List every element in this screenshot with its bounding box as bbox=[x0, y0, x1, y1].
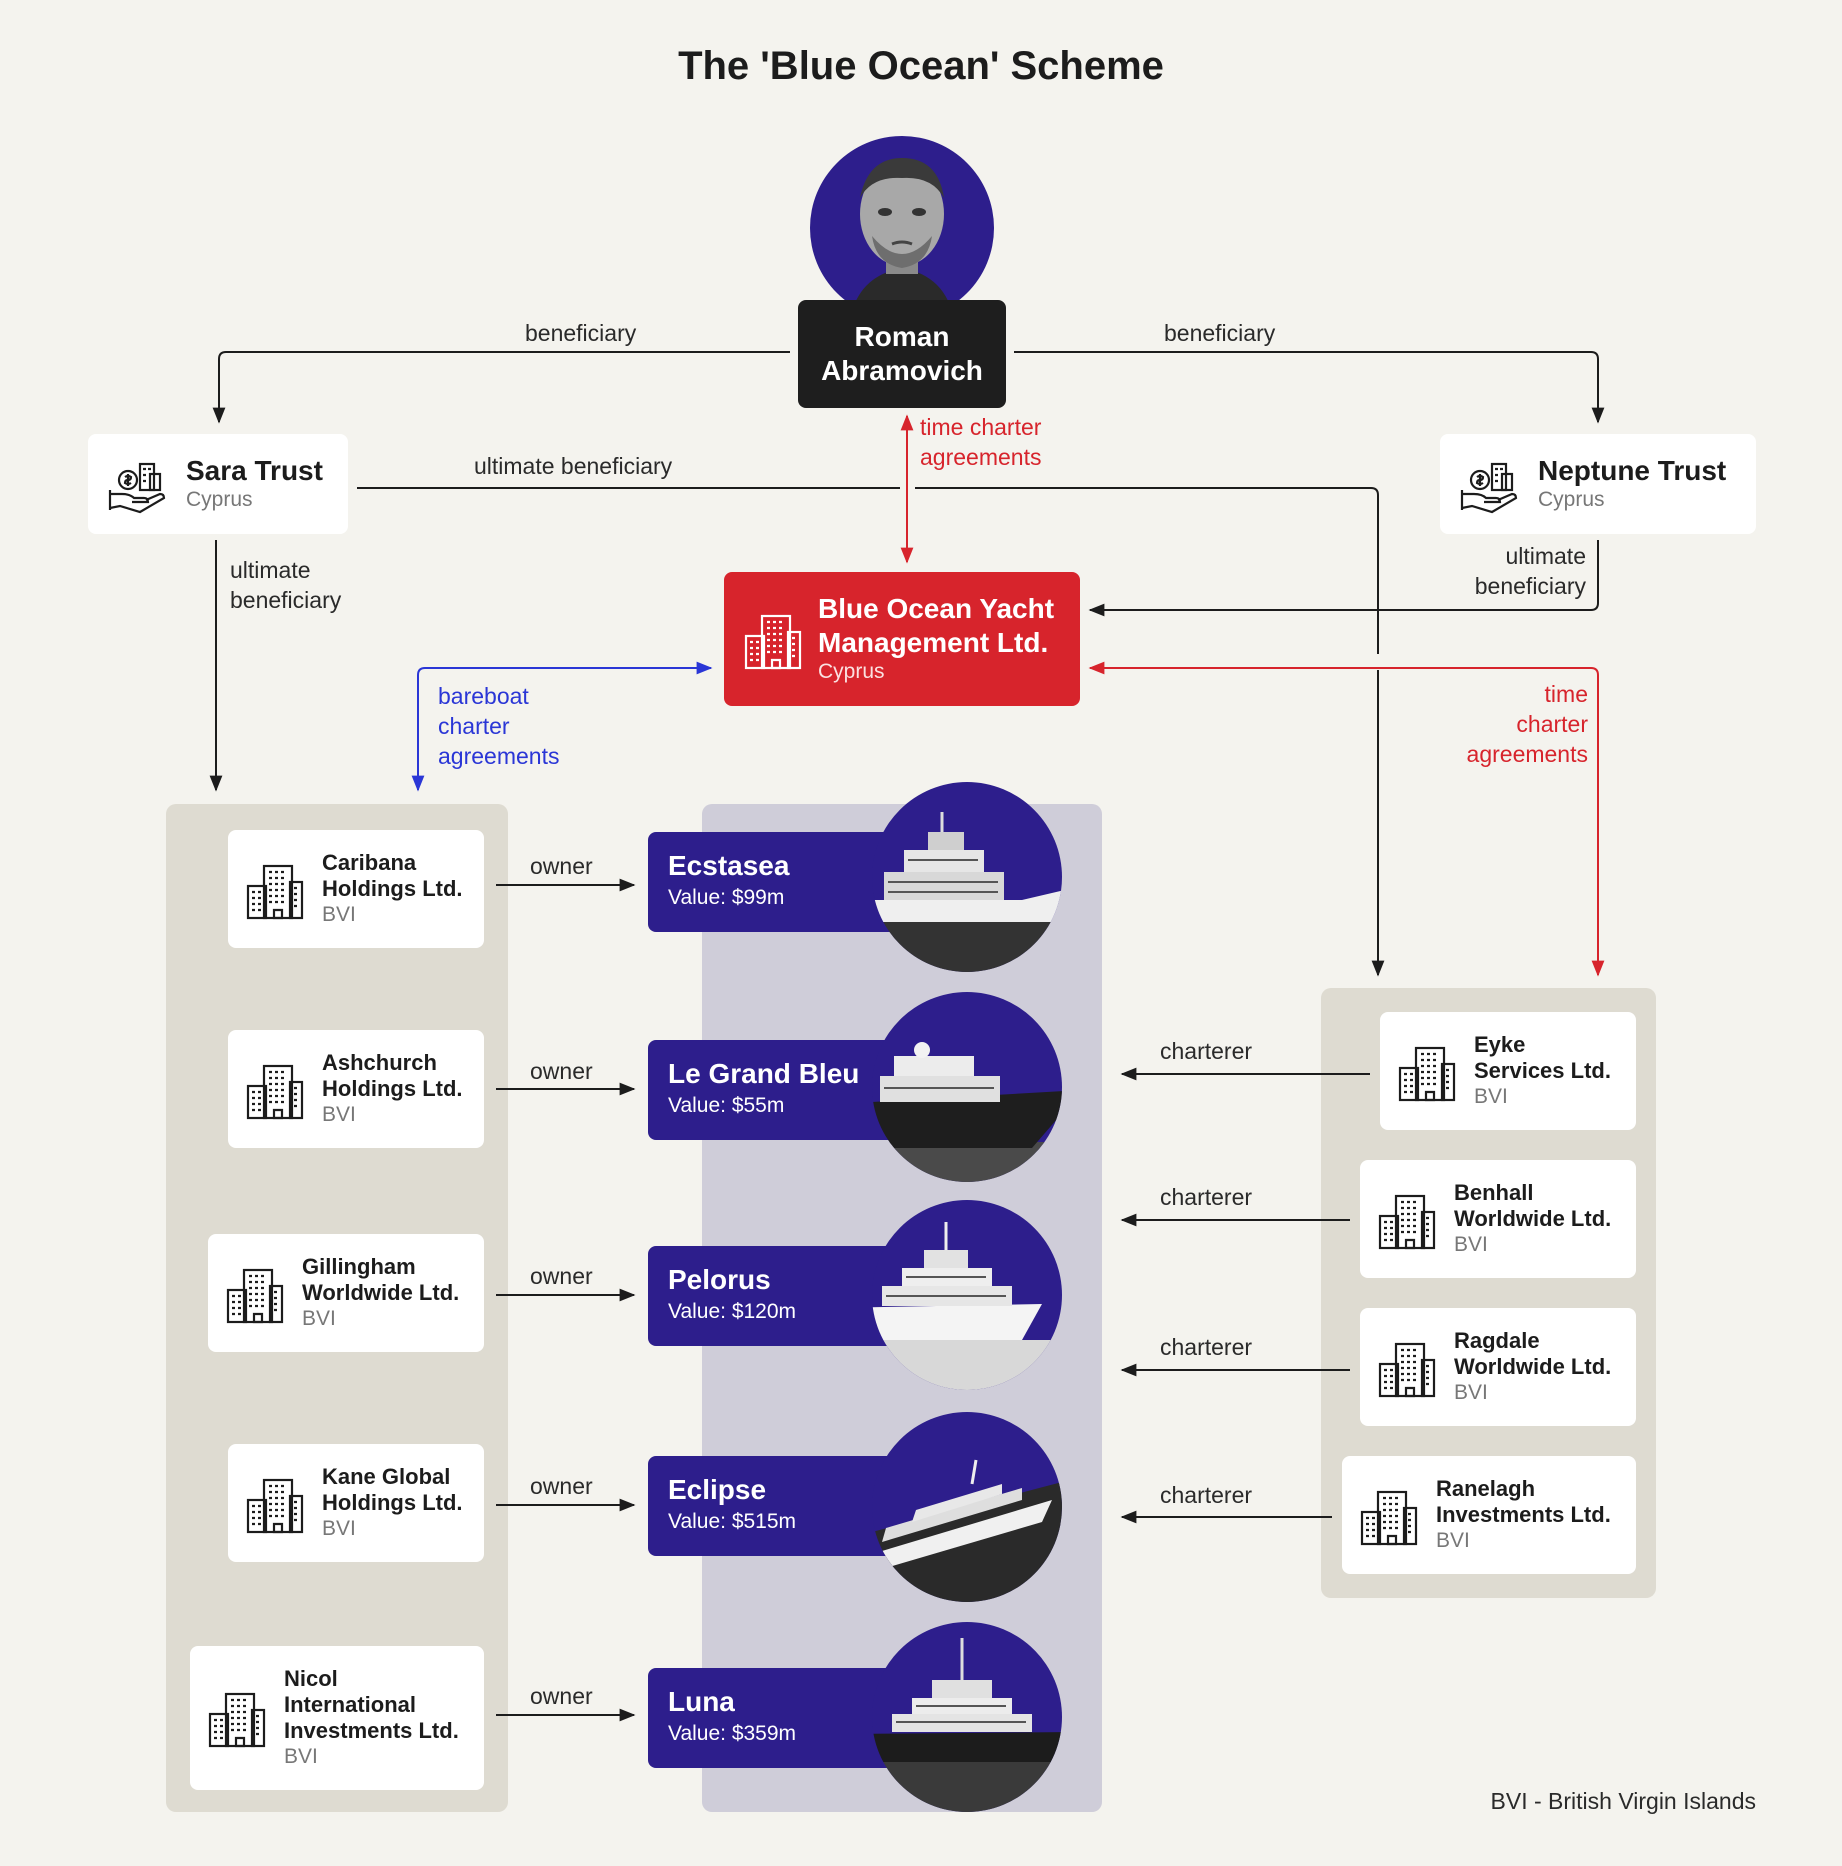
yacht-bar-4: Eclipse Value: $515m bbox=[648, 1456, 898, 1556]
building-icon bbox=[208, 1692, 266, 1748]
sara-to-eyke-line-b bbox=[915, 487, 1379, 654]
owner-card-3: Gillingham Worldwide Ltd. BVI bbox=[208, 1234, 484, 1352]
yacht-bar-3: Pelorus Value: $120m bbox=[648, 1246, 898, 1346]
time-charter-right-arrow bbox=[1088, 661, 1605, 977]
building-icon bbox=[246, 1064, 304, 1120]
sara-trust-jurisdiction: Cyprus bbox=[186, 488, 253, 511]
yacht-value: Value: $99m bbox=[668, 886, 785, 909]
diagram-title: The 'Blue Ocean' Scheme bbox=[678, 44, 1164, 88]
trust-hand-money-icon bbox=[1460, 462, 1518, 514]
owner-jurisdiction: BVI bbox=[302, 1307, 336, 1330]
charterer-name: Ranelagh Investments Ltd. bbox=[1436, 1476, 1611, 1527]
yacht-value: Value: $515m bbox=[668, 1510, 797, 1533]
charterer-card-4: Ranelagh Investments Ltd. BVI bbox=[1342, 1456, 1636, 1574]
charterer-jurisdiction: BVI bbox=[1436, 1529, 1470, 1552]
yacht-photo bbox=[872, 1622, 1062, 1812]
time-charter-label-right: time charter agreements bbox=[1466, 681, 1588, 767]
owner-card-2: Ashchurch Holdings Ltd. BVI bbox=[228, 1030, 484, 1148]
yacht-photo bbox=[872, 992, 1062, 1182]
owner-card-5: Nicol International Investments Ltd. BVI bbox=[190, 1646, 484, 1790]
bareboat-label: bareboat charter agreements bbox=[438, 683, 560, 769]
blue-ocean-box: Blue Ocean Yacht Management Ltd. Cyprus bbox=[724, 572, 1080, 706]
building-icon bbox=[1378, 1194, 1436, 1250]
person-name: Roman Abramovich bbox=[821, 321, 983, 386]
blue-ocean-name: Blue Ocean Yacht Management Ltd. bbox=[818, 593, 1055, 658]
building-icon bbox=[1378, 1342, 1436, 1398]
building-icon bbox=[246, 864, 304, 920]
owner-jurisdiction: BVI bbox=[322, 903, 356, 926]
yacht-value: Value: $55m bbox=[668, 1094, 785, 1117]
yacht-value: Value: $359m bbox=[668, 1722, 797, 1745]
owner-label: owner bbox=[530, 1058, 593, 1084]
sara-trust-card: Sara Trust Cyprus bbox=[88, 434, 348, 534]
yacht-photo bbox=[872, 782, 1062, 972]
yacht-photo bbox=[872, 1200, 1062, 1390]
ultimate-beneficiary-label-top: ultimate beneficiary bbox=[474, 453, 673, 479]
beneficiary-arrow-right bbox=[1014, 351, 1605, 424]
sara-trust-name: Sara Trust bbox=[186, 455, 323, 486]
owner-jurisdiction: BVI bbox=[322, 1517, 356, 1540]
owner-name: Gillingham Worldwide Ltd. bbox=[302, 1254, 460, 1305]
charterer-jurisdiction: BVI bbox=[1454, 1381, 1488, 1404]
neptune-trust-jurisdiction: Cyprus bbox=[1538, 488, 1605, 511]
owner-jurisdiction: BVI bbox=[322, 1103, 356, 1126]
building-icon bbox=[1398, 1046, 1456, 1102]
ultimate-beneficiary-label-neptune: ultimate beneficiary bbox=[1474, 543, 1586, 599]
footnote: BVI - British Virgin Islands bbox=[1490, 1788, 1756, 1814]
charterer-label: charterer bbox=[1160, 1184, 1253, 1210]
charterer-label: charterer bbox=[1160, 1482, 1253, 1508]
charterer-jurisdiction: BVI bbox=[1454, 1233, 1488, 1256]
yacht-value: Value: $120m bbox=[668, 1300, 797, 1323]
charterer-card-1: Eyke Services Ltd. BVI bbox=[1380, 1012, 1636, 1130]
yacht-bar-1: Ecstasea Value: $99m bbox=[648, 832, 898, 932]
building-icon bbox=[246, 1478, 304, 1534]
owner-label: owner bbox=[530, 1473, 593, 1499]
charterer-name: Benhall Worldwide Ltd. bbox=[1454, 1180, 1612, 1231]
yacht-name: Le Grand Bleu bbox=[668, 1058, 860, 1089]
yacht-name: Pelorus bbox=[668, 1264, 771, 1295]
building-icon bbox=[744, 614, 802, 670]
beneficiary-arrow-left bbox=[212, 351, 790, 424]
charterer-card-2: Benhall Worldwide Ltd. BVI bbox=[1360, 1160, 1636, 1278]
owner-card-4: Kane Global Holdings Ltd. BVI bbox=[228, 1444, 484, 1562]
charterer-name: Ragdale Worldwide Ltd. bbox=[1454, 1328, 1612, 1379]
owner-label: owner bbox=[530, 1683, 593, 1709]
yacht-bar-5: Luna Value: $359m bbox=[648, 1668, 898, 1768]
neptune-trust-name: Neptune Trust bbox=[1538, 455, 1727, 486]
yacht-name: Luna bbox=[668, 1686, 735, 1717]
owner-card-1: Caribana Holdings Ltd. BVI bbox=[228, 830, 484, 948]
owner-name: Kane Global Holdings Ltd. bbox=[322, 1464, 463, 1515]
bareboat-arrow bbox=[411, 661, 713, 792]
building-icon bbox=[1360, 1490, 1418, 1546]
person-box: Roman Abramovich bbox=[798, 300, 1006, 408]
yacht-name: Eclipse bbox=[668, 1474, 767, 1505]
owner-label: owner bbox=[530, 853, 593, 879]
neptune-trust-card: Neptune Trust Cyprus bbox=[1440, 434, 1756, 534]
yacht-photo bbox=[872, 1412, 1062, 1602]
charterer-label: charterer bbox=[1160, 1038, 1253, 1064]
blue-ocean-jurisdiction: Cyprus bbox=[818, 660, 885, 683]
owner-name: Nicol International Investments Ltd. bbox=[284, 1666, 459, 1743]
building-icon bbox=[226, 1268, 284, 1324]
owner-name: Ashchurch Holdings Ltd. bbox=[322, 1050, 463, 1101]
charterer-label: charterer bbox=[1160, 1334, 1253, 1360]
owner-label: owner bbox=[530, 1263, 593, 1289]
owner-name: Caribana Holdings Ltd. bbox=[322, 850, 463, 901]
person-photo bbox=[810, 136, 994, 320]
neptune-ultimate-arrow bbox=[1088, 540, 1599, 617]
charterer-card-3: Ragdale Worldwide Ltd. BVI bbox=[1360, 1308, 1636, 1426]
charterer-name: Eyke Services Ltd. bbox=[1474, 1032, 1611, 1083]
beneficiary-label-right: beneficiary bbox=[1164, 320, 1276, 346]
owner-jurisdiction: BVI bbox=[284, 1745, 318, 1768]
yacht-bar-2: Le Grand Bleu Value: $55m bbox=[648, 1040, 898, 1140]
ultimate-beneficiary-label-sara: ultimate beneficiary bbox=[230, 557, 342, 613]
charterer-jurisdiction: BVI bbox=[1474, 1085, 1508, 1108]
beneficiary-label-left: beneficiary bbox=[525, 320, 637, 346]
yacht-name: Ecstasea bbox=[668, 850, 790, 881]
time-charter-label-center: time charter agreements bbox=[920, 414, 1042, 470]
trust-hand-money-icon bbox=[108, 462, 166, 514]
